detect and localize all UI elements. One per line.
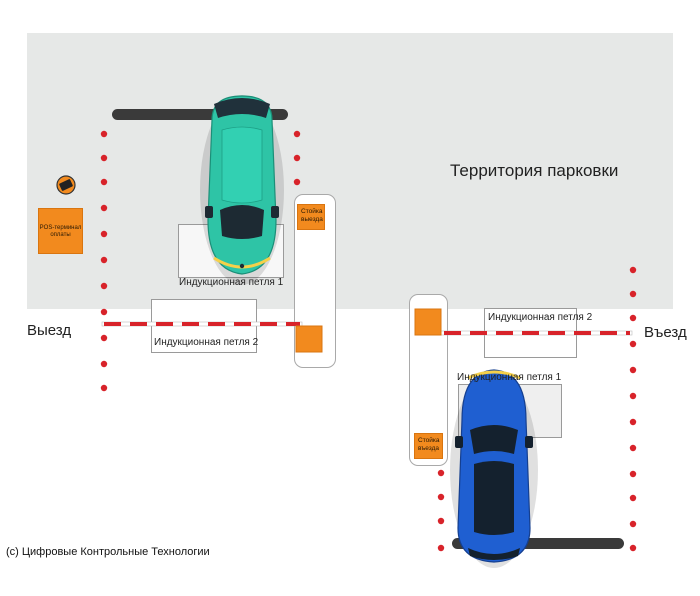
entry-stand-label: Стойка въезда [418, 437, 440, 452]
payment-card-icon [56, 175, 76, 195]
exit-loop-2-label: Индукционная петля 2 [154, 337, 259, 348]
entry-barrier-arm [431, 330, 633, 336]
exit-car [200, 95, 284, 285]
exit-barrier-arm [101, 321, 303, 327]
entry-barrier-base [414, 308, 442, 336]
entry-car [450, 369, 538, 568]
exit-stand: Стойка выезда [297, 204, 325, 230]
entry-label: Въезд [644, 324, 687, 341]
entry-stand: Стойка въезда [414, 433, 443, 459]
parking-area [27, 33, 673, 309]
pos-terminal-label: POS-терминал оплаты [39, 225, 82, 238]
copyright-text: (c) Цифровые Контрольные Технологии [6, 546, 210, 558]
exit-barrier-base [295, 325, 323, 353]
lane-marker-dots [100, 130, 637, 552]
exit-stand-label: Стойка выезда [301, 208, 323, 223]
pos-terminal: POS-терминал оплаты [38, 208, 83, 254]
entry-loop-2-label: Индукционная петля 2 [488, 312, 593, 323]
parking-territory-label: Территория парковки [450, 161, 619, 180]
exit-loop-1-label: Индукционная петля 1 [179, 277, 284, 288]
entry-loop-1-label: Индукционная петля 1 [457, 372, 562, 383]
exit-label: Выезд [27, 322, 72, 339]
